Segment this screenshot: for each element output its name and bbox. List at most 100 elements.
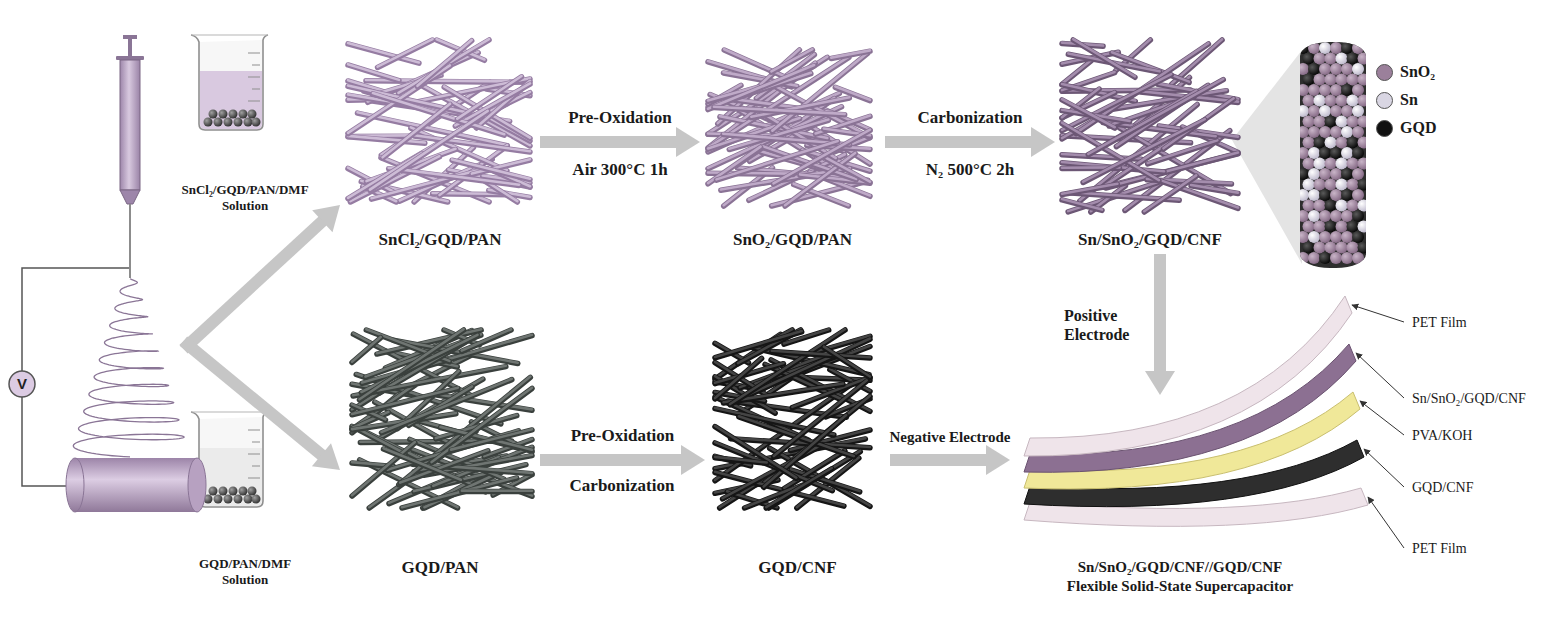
fiber <box>457 76 521 119</box>
syringe-flange <box>116 56 144 60</box>
particle <box>1347 74 1359 86</box>
particle <box>1330 63 1342 75</box>
fiber-mat: GQD/PAN <box>340 320 540 582</box>
label-anchor: Air 300°C 1h <box>572 160 667 180</box>
fiber <box>1062 184 1117 195</box>
particle <box>1319 42 1331 54</box>
legend-text: SnO₂ <box>1400 62 1435 82</box>
particle <box>1358 221 1367 233</box>
syringe-barrel <box>120 60 140 190</box>
fiber-highlight <box>432 388 532 462</box>
particle <box>1358 179 1367 191</box>
legend-row: SnO₂ <box>1376 58 1436 86</box>
edge-label-anchor: Pre-Oxidation <box>571 426 675 446</box>
fiber <box>824 347 870 378</box>
particle <box>1308 63 1320 75</box>
wire <box>22 397 66 486</box>
particle <box>1314 137 1326 149</box>
fiber <box>772 351 870 358</box>
fiber <box>714 107 845 115</box>
particle <box>1300 105 1309 117</box>
fiber <box>384 448 461 480</box>
leader-line <box>1368 497 1404 548</box>
layer-label: GQD/CNF <box>1412 479 1473 496</box>
fiber <box>717 141 838 180</box>
fiber-highlight <box>724 49 787 77</box>
particle <box>1330 42 1342 54</box>
fiber <box>440 427 532 451</box>
collector-drum-end <box>188 458 206 512</box>
fiber-highlight <box>382 379 512 432</box>
fiber <box>348 64 399 81</box>
syringe-tip <box>120 190 140 204</box>
particle <box>1325 53 1337 65</box>
spinning-jet <box>73 279 184 457</box>
particle <box>1352 147 1364 159</box>
fiber-body <box>348 65 399 81</box>
label-anchor: GQD/CNF <box>1412 479 1473 496</box>
legend-row: GQD <box>1376 114 1436 142</box>
node-label: Sn/SnO₂/GQD/CNF//GQD/CNF <box>1078 558 1283 577</box>
fiber <box>451 429 532 450</box>
particle <box>1347 242 1359 254</box>
label-anchor: PET Film <box>1412 540 1467 557</box>
process-step-label: Pre-Oxidation <box>568 108 672 128</box>
fiber-highlight <box>827 158 870 182</box>
particle <box>1336 158 1348 170</box>
fiber-highlight <box>772 351 870 357</box>
fiber-closeup <box>1300 42 1366 268</box>
process-step-label: Carbonization <box>918 108 1023 128</box>
fiber-body <box>730 330 845 405</box>
fiber-highlight <box>715 457 767 463</box>
fiber-body <box>827 159 870 183</box>
node-label: SnCl₂/GQD/PAN <box>379 230 502 250</box>
process-arrow <box>540 127 700 157</box>
particle <box>1300 126 1309 138</box>
fiber-highlight <box>383 104 451 158</box>
particle <box>1308 147 1320 159</box>
fiber <box>370 111 488 190</box>
node-label: SnCl₂/GQD/PAN/DMF Solution <box>175 182 315 214</box>
arrow-head <box>676 127 700 157</box>
fiber <box>831 50 870 58</box>
particle <box>1352 168 1364 180</box>
fiber-highlight <box>350 156 439 201</box>
particle <box>1341 168 1353 180</box>
fiber-body <box>455 84 530 126</box>
fiber-highlight <box>361 335 477 392</box>
process-arrow <box>1145 254 1175 395</box>
label-anchor: PET Film <box>1412 314 1467 331</box>
particle <box>1330 105 1342 117</box>
fiber <box>382 379 512 433</box>
supercapacitor-device: Sn/SnO₂/GQD/CNF//GQD/CNFFlexible Solid-S… <box>1010 395 1350 600</box>
leader-line <box>1360 401 1404 435</box>
particle <box>1347 158 1359 170</box>
particle <box>1303 200 1315 212</box>
fiber-body <box>452 160 530 179</box>
fiber-highlight <box>348 64 399 80</box>
particle <box>1336 53 1348 65</box>
edge-label-anchor: Positive Electrode <box>1064 306 1144 344</box>
fiber-highlight <box>717 141 838 179</box>
fiber <box>827 158 870 182</box>
fiber <box>1144 175 1196 212</box>
fiber-highlight <box>831 50 870 57</box>
solution-beaker: GQD/PAN/DMF Solution <box>170 400 320 592</box>
spinning-jet-spiral <box>73 279 184 457</box>
particle <box>1308 84 1320 96</box>
fiber-body <box>1073 40 1135 77</box>
particle <box>1300 147 1309 159</box>
fiber-highlight <box>730 329 845 404</box>
fiber-body <box>417 41 471 87</box>
fiber-body <box>1083 120 1205 183</box>
particle <box>1358 74 1367 86</box>
particle <box>1325 179 1337 191</box>
fiber-body <box>772 352 870 358</box>
fiber-mat-picture <box>348 39 530 202</box>
label-anchor: Carbonization <box>570 476 675 496</box>
node-label: GQD/CNF <box>758 558 836 578</box>
particle <box>1352 42 1364 54</box>
particle <box>1358 116 1367 128</box>
legend-swatch <box>1376 64 1393 81</box>
